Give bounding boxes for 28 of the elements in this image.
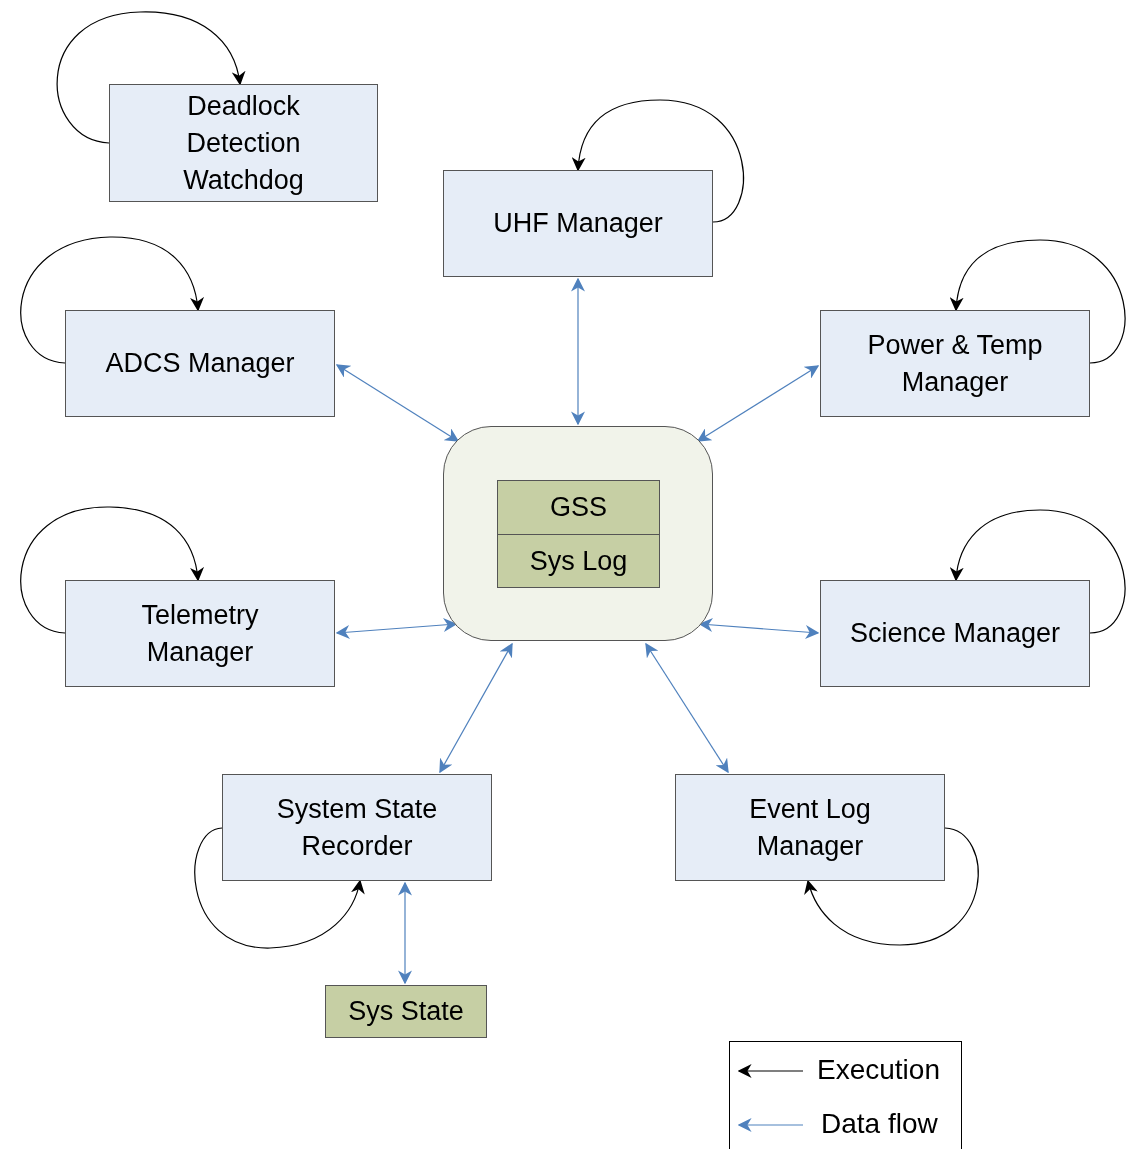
arrow bbox=[645, 642, 729, 774]
process-box: ADCS Manager bbox=[65, 310, 335, 417]
self-loop-arrow bbox=[950, 509, 1126, 634]
self-loop-arrow bbox=[56, 11, 245, 144]
self-loop-arrow bbox=[804, 827, 979, 946]
rounded-container-box bbox=[443, 426, 713, 641]
legend-label: Execution bbox=[817, 1054, 940, 1086]
legend-label: Data flow bbox=[821, 1108, 938, 1140]
process-box: UHF Manager bbox=[443, 170, 713, 277]
self-loop-arrow bbox=[20, 506, 204, 634]
arrow bbox=[571, 277, 585, 426]
data-store-box: Sys Log bbox=[497, 534, 660, 588]
data-store-box: Sys State bbox=[325, 985, 487, 1038]
process-box: Telemetry Manager bbox=[65, 580, 335, 687]
process-box: System State Recorder bbox=[222, 774, 492, 881]
process-box: Deadlock Detection Watchdog bbox=[109, 84, 378, 202]
arrow bbox=[696, 365, 820, 442]
data-store-box: GSS bbox=[497, 480, 660, 535]
self-loop-arrow bbox=[20, 236, 204, 364]
arrow bbox=[335, 364, 460, 442]
self-loop-arrow bbox=[950, 239, 1126, 364]
process-box: Science Manager bbox=[820, 580, 1090, 687]
self-loop-arrow bbox=[572, 99, 745, 223]
arrow bbox=[398, 881, 412, 985]
self-loop-arrow bbox=[194, 827, 365, 949]
process-box: Event Log Manager bbox=[675, 774, 945, 881]
process-box: Power & Temp Manager bbox=[820, 310, 1090, 417]
arrow bbox=[439, 642, 513, 774]
